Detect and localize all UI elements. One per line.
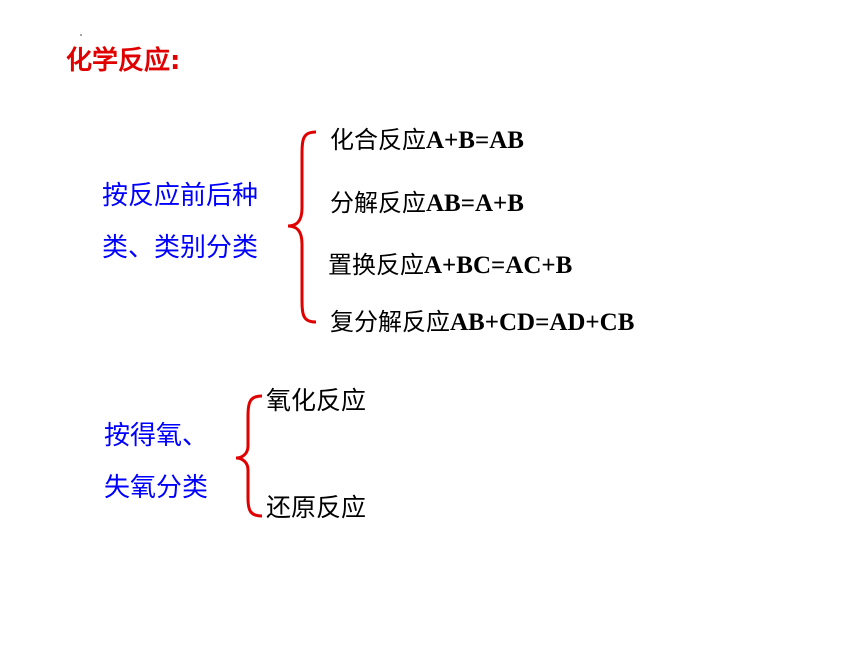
reaction-combination: 化合反应A+B=AB xyxy=(330,120,524,155)
category-line-2: 类、类别分类 xyxy=(102,233,259,263)
reaction-decomposition: 分解反应AB=A+B xyxy=(330,183,524,218)
category-line-1: 按反应前后种 xyxy=(102,181,259,211)
reaction-double-displacement: 复分解反应AB+CD=AD+CB xyxy=(330,302,634,337)
reaction-name: 置换反应 xyxy=(328,251,424,279)
reaction-formula: A+BC=AC+B xyxy=(424,252,573,279)
decorative-dot xyxy=(80,34,82,36)
reaction-formula: AB=A+B xyxy=(426,190,524,217)
reaction-name: 复分解反应 xyxy=(330,308,450,336)
reaction-name: 分解反应 xyxy=(330,189,426,217)
oxidation-reaction: 氧化反应 xyxy=(266,386,367,415)
category-label-oxidation: 按得氧、 失氧分类 xyxy=(104,410,208,514)
left-brace-icon xyxy=(235,394,263,518)
reaction-name: 化合反应 xyxy=(330,126,426,154)
category-line-2: 失氧分类 xyxy=(104,473,209,503)
reduction-reaction: 还原反应 xyxy=(266,493,367,522)
reaction-displacement: 置换反应A+BC=AC+B xyxy=(328,245,572,280)
category-label-composition: 按反应前后种 类、类别分类 xyxy=(102,170,258,274)
page-title: 化学反应: xyxy=(66,46,181,76)
reaction-formula: A+B=AB xyxy=(426,127,524,154)
reaction-formula: AB+CD=AD+CB xyxy=(450,309,635,336)
category-line-1: 按得氧、 xyxy=(104,421,209,451)
left-brace-icon xyxy=(287,130,317,324)
